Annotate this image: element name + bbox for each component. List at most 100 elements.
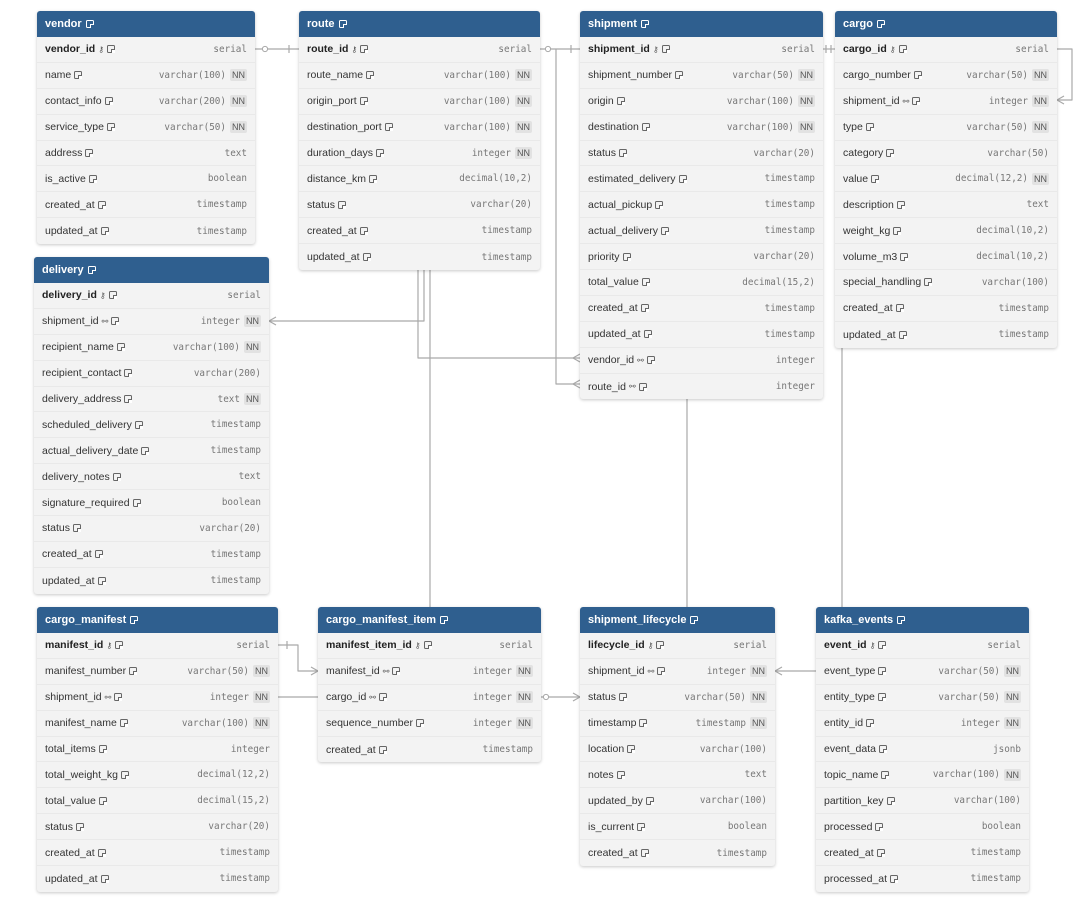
note-icon[interactable]	[876, 20, 885, 28]
note-icon[interactable]	[141, 446, 150, 455]
note-icon[interactable]	[360, 45, 369, 54]
note-icon[interactable]	[640, 20, 649, 28]
column-row[interactable]: manifest_item_id⚷serial	[318, 633, 541, 659]
note-icon[interactable]	[338, 200, 347, 209]
note-icon[interactable]	[74, 71, 83, 80]
column-row[interactable]: lifecycle_id⚷serial	[580, 633, 775, 659]
note-icon[interactable]	[639, 719, 648, 728]
note-icon[interactable]	[440, 616, 449, 624]
note-icon[interactable]	[73, 524, 82, 533]
column-row[interactable]: route_id⚷serial	[299, 37, 540, 63]
note-icon[interactable]	[124, 369, 133, 378]
note-icon[interactable]	[646, 356, 655, 365]
column-row[interactable]: manifest_id⚷serial	[37, 633, 278, 659]
note-icon[interactable]	[94, 550, 103, 559]
note-icon[interactable]	[362, 253, 371, 262]
link-manifest-item[interactable]	[278, 644, 318, 672]
note-icon[interactable]	[415, 719, 424, 728]
column-row[interactable]: vendor_id⚷serial	[37, 37, 255, 63]
note-icon[interactable]	[115, 641, 124, 650]
note-icon[interactable]	[88, 174, 97, 183]
note-icon[interactable]	[912, 97, 921, 106]
table-header[interactable]: delivery	[34, 257, 269, 283]
note-icon[interactable]	[898, 330, 907, 339]
note-icon[interactable]	[616, 97, 625, 106]
column-row[interactable]: cargo_id⚷serial	[835, 37, 1057, 63]
note-icon[interactable]	[890, 874, 899, 883]
link-route-shipment-fk[interactable]	[555, 49, 580, 385]
column-row[interactable]: delivery_id⚷serial	[34, 283, 269, 309]
note-icon[interactable]	[120, 770, 129, 779]
note-icon[interactable]	[119, 719, 128, 728]
note-icon[interactable]	[913, 71, 922, 80]
note-icon[interactable]	[104, 97, 113, 106]
note-icon[interactable]	[106, 123, 115, 132]
note-icon[interactable]	[132, 498, 141, 507]
note-icon[interactable]	[875, 822, 884, 831]
note-icon[interactable]	[640, 304, 649, 313]
link-cargo-self[interactable]	[1057, 48, 1073, 101]
table-header[interactable]: shipment_lifecycle	[580, 607, 775, 633]
note-icon[interactable]	[881, 770, 890, 779]
note-icon[interactable]	[85, 20, 94, 28]
column-row[interactable]: shipment_id⚷serial	[580, 37, 823, 63]
note-icon[interactable]	[661, 45, 670, 54]
link-vendor-shipment-fk[interactable]	[417, 269, 580, 359]
note-icon[interactable]	[423, 641, 432, 650]
column-row[interactable]: event_id⚷serial	[816, 633, 1029, 659]
note-icon[interactable]	[619, 693, 628, 702]
note-icon[interactable]	[657, 667, 666, 676]
note-icon[interactable]	[886, 796, 895, 805]
table-header[interactable]: shipment	[580, 11, 823, 37]
note-icon[interactable]	[366, 71, 375, 80]
note-icon[interactable]	[645, 796, 654, 805]
note-icon[interactable]	[378, 745, 387, 754]
note-icon[interactable]	[878, 667, 887, 676]
